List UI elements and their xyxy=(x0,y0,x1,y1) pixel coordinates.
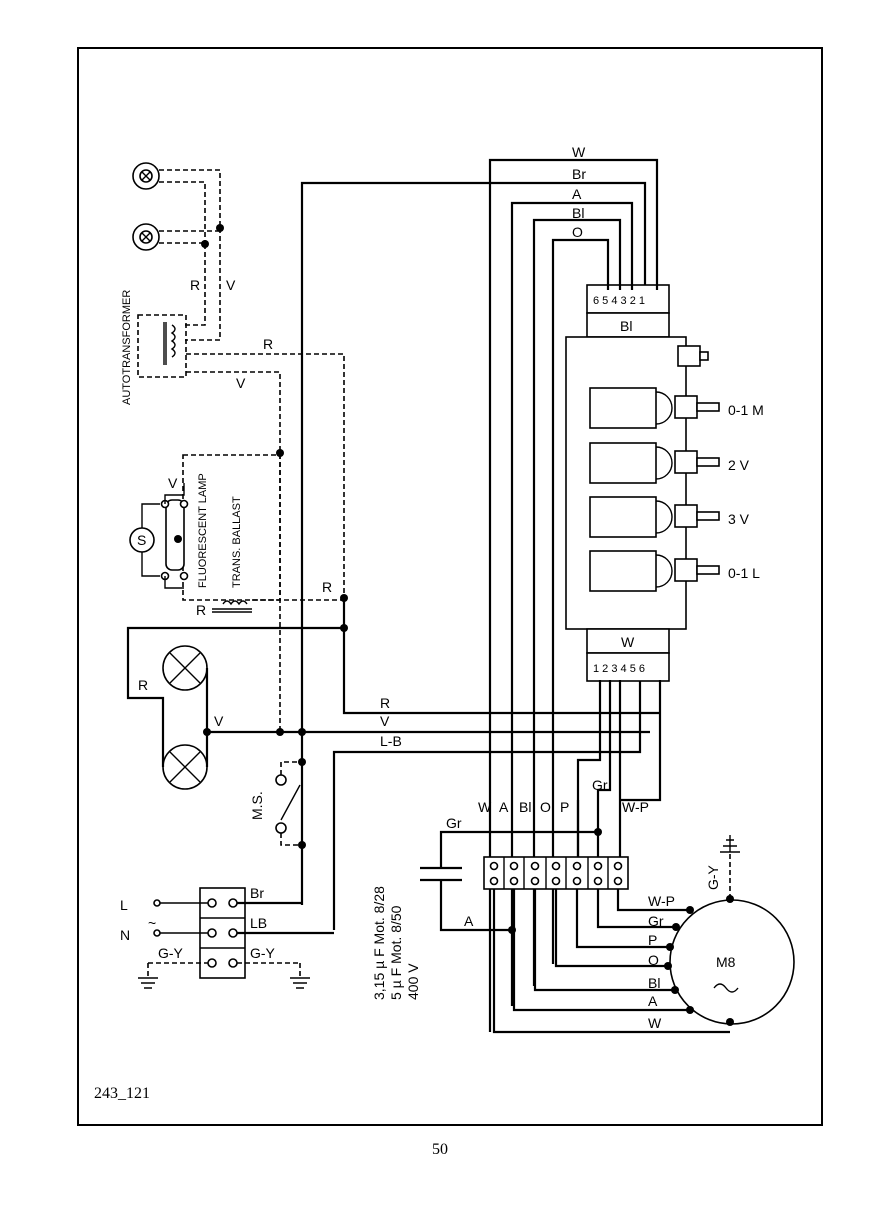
line-label: L xyxy=(120,897,128,913)
lb-wire xyxy=(332,680,642,930)
label-R-bus: R xyxy=(380,695,390,711)
label-V-fl: V xyxy=(168,475,178,491)
label-A-cap: A xyxy=(464,913,474,929)
label-P-motor: P xyxy=(648,932,657,948)
capacitor-spec-2: 5 µ F Mot. 8/50 xyxy=(388,905,404,1000)
label-GY-left: G-Y xyxy=(158,945,184,961)
switch-position-4: 0-1 L xyxy=(728,565,760,581)
starter: S xyxy=(129,503,160,577)
tilde-icon: ~ xyxy=(148,915,156,931)
label-W-top: W xyxy=(572,144,586,160)
switch-position-1: 0-1 M xyxy=(728,402,764,418)
capacitor-spec-1: 3,15 µ F Mot. 8/28 xyxy=(371,886,387,1000)
connector-bottom-label: W xyxy=(621,634,635,650)
autotransformer xyxy=(137,314,187,378)
selector-switches xyxy=(589,345,720,592)
label-LB-bus: L-B xyxy=(380,733,402,749)
lamp-bottom-2 xyxy=(162,744,208,790)
label-Bl-motor: Bl xyxy=(648,975,660,991)
switch-position-2: 2 V xyxy=(728,457,750,473)
label-R-top: R xyxy=(190,277,200,293)
label-R-fl: R xyxy=(196,602,206,618)
label-O-top: O xyxy=(572,224,583,240)
fluorescent-assembly xyxy=(160,454,281,613)
connector-bottom-pins: 1 2 3 4 5 6 xyxy=(593,663,645,675)
label-Gr-cap: Gr xyxy=(446,815,462,831)
autotransformer-wires xyxy=(186,353,345,730)
label-A-motor: A xyxy=(648,993,658,1009)
diagram-frame xyxy=(77,47,823,1126)
label-Br-top: Br xyxy=(572,166,586,182)
connector-bottom xyxy=(586,628,670,682)
starter-label: S xyxy=(137,532,146,548)
label-V-auto: V xyxy=(236,375,246,391)
lamp-top-2 xyxy=(132,223,160,251)
microswitch-label: M.S. xyxy=(249,791,265,820)
label-W-motor: W xyxy=(648,1015,662,1031)
capacitor-spec-3: 400 V xyxy=(405,963,421,1000)
trans-ballast-label: TRANS. BALLAST xyxy=(231,496,243,588)
page-number: 50 xyxy=(432,1141,448,1158)
lamp-bottom-1 xyxy=(162,645,208,691)
br-main-wire xyxy=(300,181,647,905)
label-O-motor: O xyxy=(648,952,659,968)
motor-label: M8 xyxy=(716,954,736,970)
terminal-label-A: A xyxy=(499,799,509,815)
motor: M8 xyxy=(669,899,795,1025)
connector-top-label: Bl xyxy=(620,318,632,334)
autotransformer-label: AUTOTRANSFORMER xyxy=(121,290,133,405)
label-Gr-mid: Gr xyxy=(592,777,608,793)
label-V-bus: V xyxy=(380,713,390,729)
connector-top xyxy=(586,284,670,338)
motor-wires xyxy=(492,889,730,1034)
terminal-label-O: O xyxy=(540,799,551,815)
switch-position-3: 3 V xyxy=(728,511,750,527)
label-Bl-top: Bl xyxy=(572,205,584,221)
lamp-r-wire xyxy=(126,598,660,767)
label-R-fl2: R xyxy=(322,579,332,595)
label-R-auto: R xyxy=(263,336,273,352)
capacitor xyxy=(420,828,602,934)
label-A-top: A xyxy=(572,186,582,202)
neutral-label: N xyxy=(120,927,130,943)
label-Gr-motor: Gr xyxy=(648,913,664,929)
terminal-label-Bl: Bl xyxy=(519,799,531,815)
label-V-lamp: V xyxy=(214,713,224,729)
label-Br-term: Br xyxy=(250,885,264,901)
top-harness xyxy=(488,158,659,1032)
fluorescent-lamp-label: FLUORESCENT LAMP xyxy=(197,473,209,588)
terminal-strip xyxy=(483,856,629,890)
terminal-label-P: P xyxy=(560,799,569,815)
label-V-top: V xyxy=(226,277,236,293)
label-WP-motor: W-P xyxy=(648,893,675,909)
lamp-top-1 xyxy=(132,162,160,190)
label-GY-motor: G-Y xyxy=(705,864,721,890)
label-R-lamp: R xyxy=(138,677,148,693)
bottom-harness xyxy=(576,680,662,860)
lamp-wires xyxy=(159,169,221,341)
diagram-id: 243_121 xyxy=(94,1085,150,1102)
label-LB-term: LB xyxy=(250,915,267,931)
connector-top-pins: 6 5 4 3 2 1 xyxy=(593,295,645,307)
microswitch xyxy=(275,761,306,849)
label-WP-mid: W-P xyxy=(622,799,649,815)
terminal-label-W: W xyxy=(478,799,492,815)
label-GY-right: G-Y xyxy=(250,945,276,961)
